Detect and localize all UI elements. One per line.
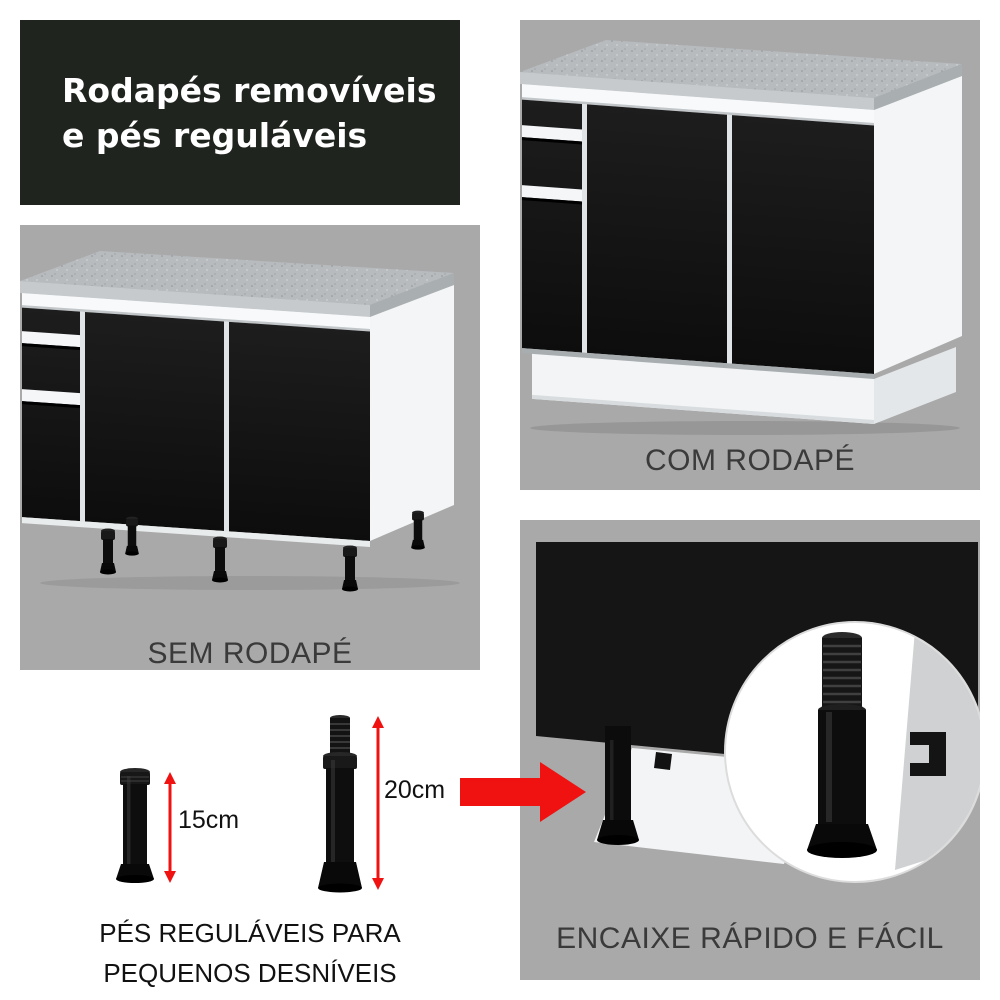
foot-20cm-illustration <box>318 715 362 893</box>
cabinet-door-right <box>229 321 370 541</box>
drawer-front <box>522 99 582 353</box>
plinth-front <box>532 353 874 424</box>
feet-caption: PÉS REGULÁVEIS PARA PEQUENOS DESNÍVEIS <box>20 913 480 993</box>
feet-section: 15cm 20cm PÉS REGULÁVEIS PARA PEQUENOS D… <box>20 678 480 1000</box>
floor-shadow <box>530 421 960 435</box>
mounted-foot <box>597 726 639 845</box>
foot-mount-closeup-illustration <box>536 542 980 883</box>
cabinet-front <box>522 84 874 424</box>
encaixe-label: ENCAIXE RÁPIDO E FÁCIL <box>556 922 944 955</box>
feet-illustration <box>116 715 384 893</box>
title-line-2: e pés reguláveis <box>62 115 368 155</box>
countertop <box>20 251 454 317</box>
sem-rodape-label: SEM RODAPÉ <box>147 637 353 670</box>
mounting-clip-small <box>654 752 672 770</box>
cabinet-door-left <box>587 104 727 364</box>
cabinet-with-legs-illustration <box>20 251 460 592</box>
countertop <box>520 40 962 110</box>
panel-sem-rodape: SEM RODAPÉ <box>20 225 480 670</box>
cabinet-front <box>22 293 370 547</box>
cabinet-side-panel <box>370 285 454 541</box>
cabinet-door-left <box>85 311 224 531</box>
cabinet-with-plinth-illustration <box>520 40 962 435</box>
panel-com-rodape: COM RODAPÉ <box>520 20 980 490</box>
foot-15cm-illustration <box>116 768 154 883</box>
floor-shadow <box>40 576 460 590</box>
title-line-1: Rodapés removíveis <box>62 70 437 110</box>
drawer-front <box>22 307 80 522</box>
drawer-handles <box>22 331 80 409</box>
measure-20cm-label: 20cm <box>384 776 446 804</box>
title-banner: Rodapés removíveis e pés reguláveis <box>20 20 460 205</box>
magnifier-inset <box>724 621 980 883</box>
cabinet-side-panel <box>874 76 962 374</box>
mounting-clip <box>910 732 946 776</box>
feet-caption-line-2: PEQUENOS DESNÍVEIS <box>103 958 397 988</box>
drawer-handles <box>522 125 582 205</box>
feet-caption-line-1: PÉS REGULÁVEIS PARA <box>99 918 401 948</box>
measure-line-15cm <box>164 772 176 883</box>
plinth-side <box>874 347 956 424</box>
handle-profile-strip <box>522 84 874 123</box>
panel-encaixe: ENCAIXE RÁPIDO E FÁCIL <box>520 520 980 980</box>
handle-profile-strip <box>22 293 370 329</box>
measure-line-20cm <box>372 716 384 890</box>
threaded-foot <box>807 632 877 858</box>
com-rodape-label: COM RODAPÉ <box>644 444 856 477</box>
measure-15cm-label: 15cm <box>178 806 240 834</box>
cabinet-door-right <box>732 115 874 374</box>
arrow-right-icon <box>460 760 588 824</box>
